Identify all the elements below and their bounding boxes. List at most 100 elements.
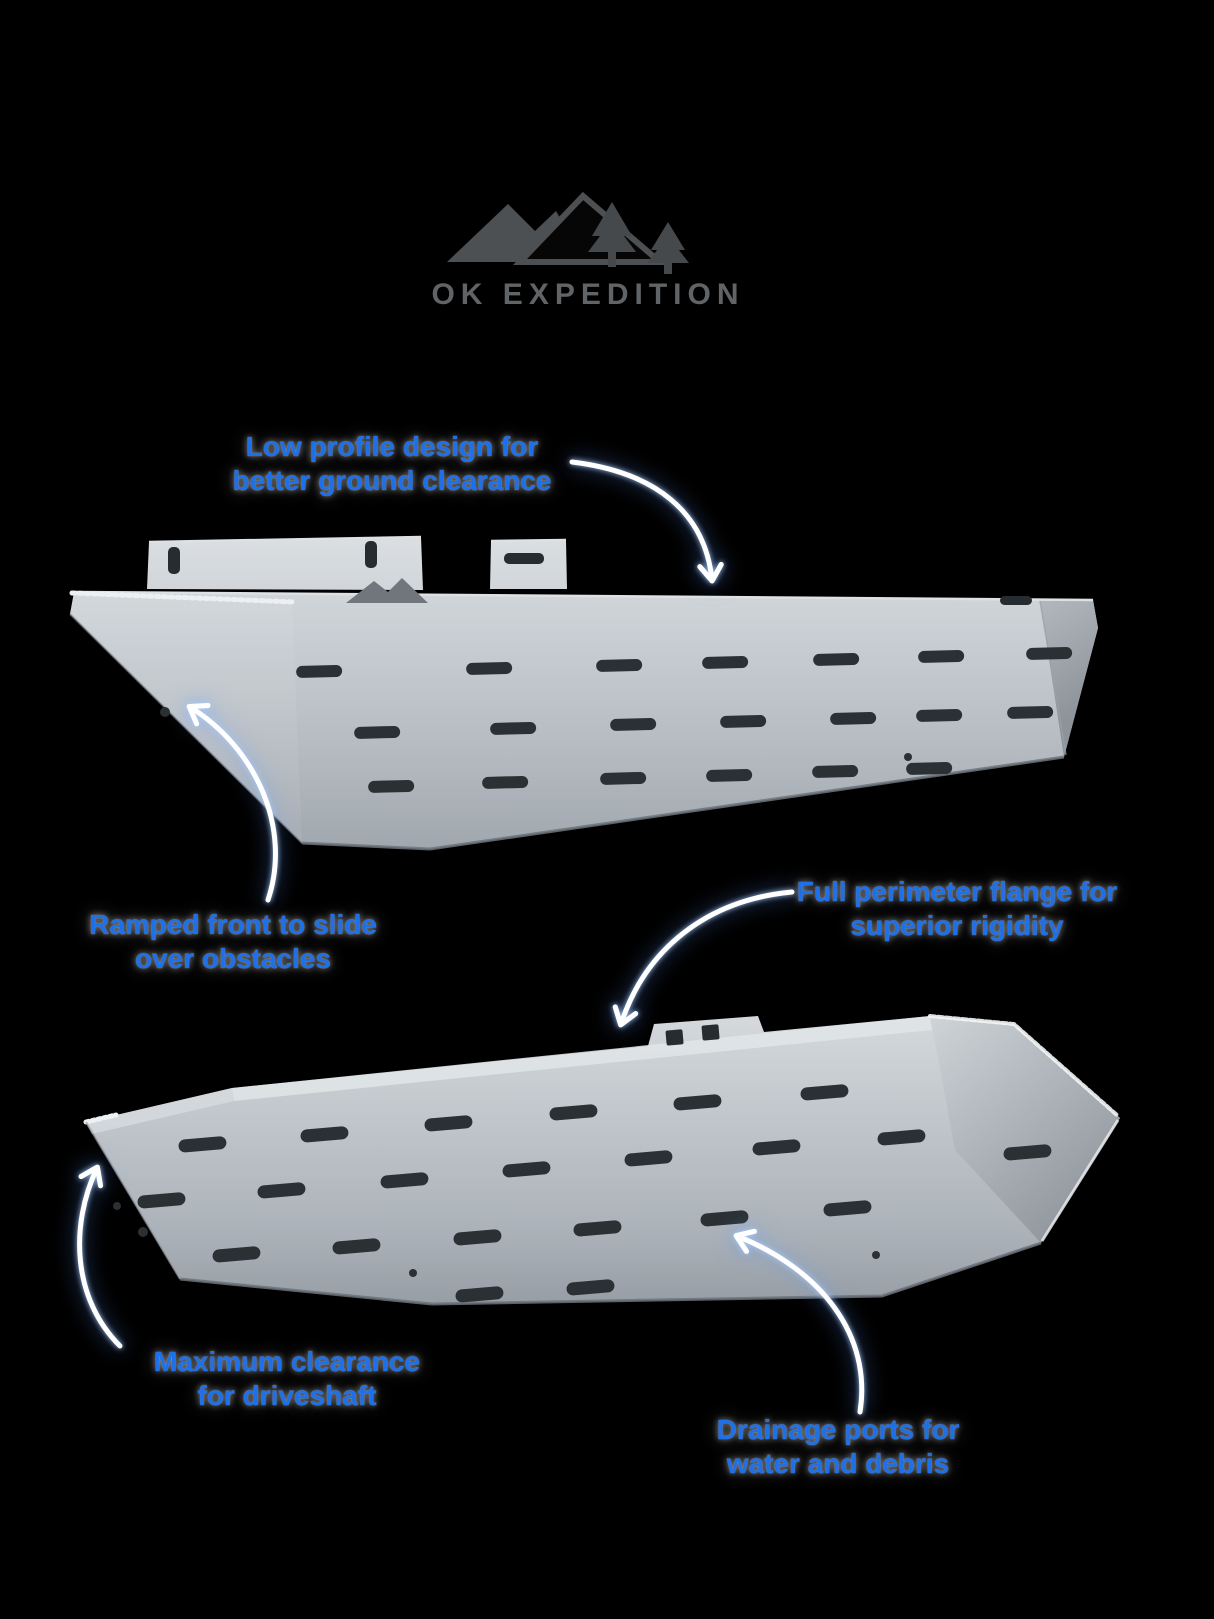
fold-crease (1039, 600, 1067, 756)
driveshaft-hump (930, 1016, 1120, 1243)
callout-arrows (77, 459, 865, 1415)
drainage-slot (300, 1126, 349, 1143)
drainage-slot (877, 1129, 926, 1146)
drainage-slot (332, 1238, 381, 1255)
plate-top-slots (160, 646, 1073, 793)
drainage-slot (1003, 1144, 1052, 1161)
ramp-edge (69, 613, 303, 844)
drainage-slot (812, 764, 859, 778)
callout-line: over obstacles (134, 943, 332, 974)
callout-line: Low profile design for (245, 431, 539, 462)
callout-max-clearance: Maximum clearance for driveshaft (154, 1345, 420, 1413)
tab-hole (701, 1024, 720, 1041)
plate-end-fold (1040, 600, 1098, 757)
drainage-slot (813, 652, 860, 666)
drainage-slot (566, 1279, 615, 1296)
drainage-slot (600, 771, 647, 785)
drainage-slot (380, 1172, 429, 1189)
bolt-hole (872, 1251, 880, 1259)
callout-ramped-front: Ramped front to slide over obstacles (89, 908, 377, 976)
drainage-slot (916, 708, 963, 722)
arrow-max-clearance (77, 1164, 123, 1349)
drainage-slot (610, 717, 657, 731)
tab-slot (504, 553, 544, 564)
brand-logo-text: OK EXPEDITION (431, 278, 745, 311)
pine-tree-icon (647, 222, 689, 274)
end-edge-highlight (1040, 1119, 1120, 1242)
perimeter-flange (232, 1016, 932, 1101)
plate-bottom-slots (113, 1084, 1052, 1303)
drainage-slot (624, 1150, 673, 1167)
weld-seam (83, 1112, 119, 1125)
pine-tree-icon (588, 202, 636, 267)
tab-slot (365, 541, 377, 568)
drainage-slot (178, 1136, 227, 1153)
callout-perimeter-flange: Full perimeter flange for superior rigid… (797, 875, 1118, 943)
drainage-slot (1026, 646, 1073, 660)
skid-plate-top-photo (69, 535, 1098, 851)
drainage-slot (573, 1220, 622, 1237)
drainage-slot (830, 711, 877, 725)
tab-hole (665, 1029, 684, 1046)
arrow-drainage (733, 1228, 865, 1415)
drainage-slot (296, 664, 343, 678)
weld-seam (69, 590, 297, 605)
callout-line: Ramped front to slide (89, 909, 377, 940)
drainage-slot (490, 721, 537, 735)
callout-line: Full perimeter flange for (796, 876, 1118, 907)
bolt-hole (138, 1227, 148, 1237)
weld-seam (928, 1014, 1120, 1118)
drainage-slot (702, 655, 749, 669)
tab-slot (1000, 596, 1032, 605)
arrow-ramped-front (186, 702, 278, 903)
drainage-slot (823, 1200, 872, 1217)
drainage-slot (800, 1084, 849, 1101)
bottom-edge-shadow (179, 1241, 1042, 1306)
drainage-slot (596, 658, 643, 672)
drainage-slot (720, 714, 767, 728)
drainage-slot (455, 1286, 504, 1303)
drainage-slot (918, 649, 965, 663)
drainage-slot (368, 779, 415, 793)
bolt-hole (160, 707, 170, 717)
drainage-slot (453, 1229, 502, 1246)
callout-line: for driveshaft (197, 1380, 377, 1411)
drainage-slot (502, 1161, 551, 1178)
drainage-slot (137, 1192, 186, 1209)
ramp-edge (85, 1121, 181, 1280)
arrow-low-profile (569, 459, 724, 584)
mounting-tab (490, 540, 567, 589)
tab-edge-highlight (148, 535, 567, 544)
etched-logo-icon (346, 578, 428, 603)
callout-drainage-ports: Drainage ports for water and debris (717, 1413, 960, 1481)
drainage-slot (212, 1246, 261, 1263)
callout-low-profile: Low profile design for better ground cle… (233, 430, 552, 498)
drainage-slot (673, 1094, 722, 1111)
drainage-slot (466, 661, 513, 675)
skid-plate-bottom-photo (83, 1014, 1120, 1306)
drainage-slot (1007, 705, 1054, 719)
callout-line: Maximum clearance (153, 1346, 421, 1377)
drainage-slot (706, 768, 753, 782)
tab-slot (168, 547, 180, 574)
mounting-tab (147, 537, 423, 590)
drainage-slot (549, 1104, 598, 1121)
arrow-perimeter-flange (612, 889, 795, 1028)
drainage-slot (700, 1210, 749, 1227)
bottom-edge-shadow (301, 755, 1065, 851)
callout-line: water and debris (726, 1448, 950, 1479)
drainage-slot (482, 775, 529, 789)
callout-line: Drainage ports for (716, 1414, 960, 1445)
bolt-hole (409, 1269, 417, 1277)
drainage-slot (354, 725, 401, 739)
perimeter-flange (86, 1088, 234, 1134)
drainage-slot (424, 1115, 473, 1132)
callout-line: superior rigidity (850, 910, 1064, 941)
top-edge-highlight (73, 590, 1094, 602)
bolt-hole (113, 1202, 121, 1210)
bolt-hole (904, 753, 912, 761)
plate-front-ramp (70, 592, 302, 843)
callout-line: better ground clearance (232, 465, 552, 496)
